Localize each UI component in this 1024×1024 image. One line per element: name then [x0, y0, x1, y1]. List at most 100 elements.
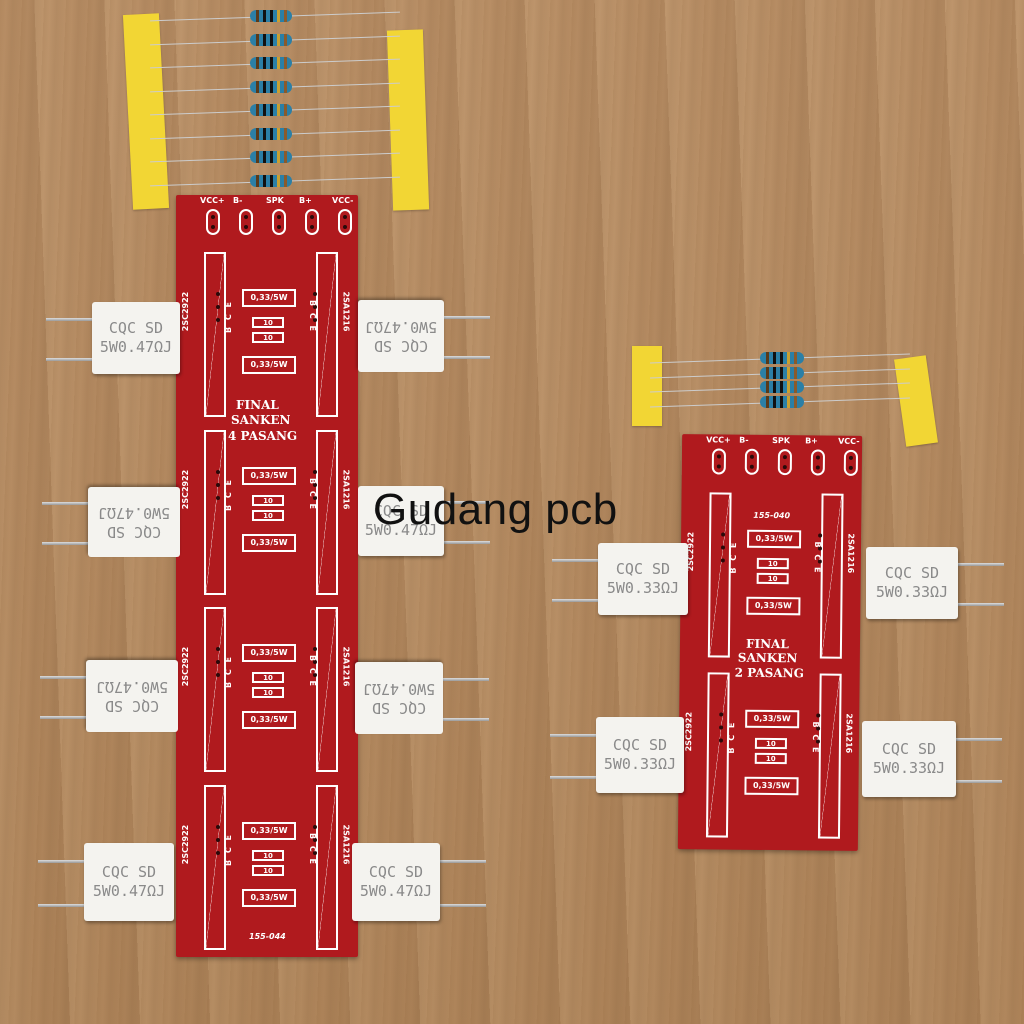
hole	[313, 673, 317, 677]
color-band	[766, 381, 769, 393]
cement-resistor-line1: CQC SD	[368, 863, 424, 881]
board-title-line3: 4 PASANG	[228, 429, 298, 443]
tape-left	[632, 346, 662, 426]
connector-label-vccplus: VCC+	[706, 435, 731, 445]
color-band	[277, 10, 280, 22]
base-resistor-footprint: 10	[252, 687, 284, 698]
pin-holes	[313, 292, 317, 331]
hole	[313, 851, 317, 855]
connector-label-bminus: B-	[739, 435, 749, 445]
cement-resistor-line2: 5W0.47ΩJ	[97, 504, 171, 522]
pnp-label: 2SA1216	[844, 713, 854, 754]
resistor-lead	[958, 562, 1004, 566]
resistor-lead	[552, 599, 598, 603]
emitter-resistor-footprint: 0,33/5W	[242, 822, 296, 840]
pin-holes	[216, 470, 220, 509]
cement-resistor-line1: CQC SD	[371, 699, 427, 717]
color-band	[263, 174, 266, 187]
axial-resistor	[250, 174, 292, 187]
axial-resistor	[760, 395, 804, 408]
color-band	[277, 151, 280, 163]
board-code: 155-044	[249, 932, 286, 941]
axial-resistor	[250, 57, 292, 69]
emitter-resistor-footprint: 0,33/5W	[746, 596, 801, 616]
color-band	[284, 104, 287, 116]
color-band	[263, 80, 266, 93]
pin-label-bce: B C E	[224, 654, 234, 689]
resistor-lead	[440, 903, 486, 907]
color-band	[766, 395, 769, 408]
cement-resistor-line2: 5W0.47ΩJ	[95, 678, 169, 696]
connector-pad	[843, 449, 859, 476]
cement-resistor-line2: 5W0.47ΩJ	[364, 318, 438, 336]
pin-label-bce: B C E	[308, 654, 318, 689]
tape-right	[386, 29, 430, 211]
hole	[216, 470, 220, 474]
npn-label: 2SC2922	[684, 711, 694, 752]
hole	[216, 292, 220, 296]
watermark-text: Gudang pcb	[373, 485, 618, 534]
resistor-lead	[42, 541, 88, 545]
resistor-lead	[443, 677, 489, 681]
hole	[313, 647, 317, 651]
resistor-lead	[40, 716, 86, 720]
pin-holes	[216, 825, 220, 864]
color-band	[794, 395, 797, 408]
color-band	[277, 174, 280, 187]
color-band	[263, 10, 266, 22]
emitter-resistor-footprint: 0,33/5W	[746, 529, 802, 549]
resistor-lead	[40, 675, 86, 679]
pin-label-bce: B C E	[726, 720, 737, 754]
pin-label-bce: B C E	[224, 299, 234, 334]
color-band	[256, 33, 259, 46]
resistor-lead	[444, 540, 490, 544]
hole	[216, 851, 220, 855]
color-band	[256, 10, 259, 22]
heatsink-outline-right	[819, 493, 844, 659]
axial-resistor	[250, 33, 292, 46]
base-resistor-footprint: 10	[252, 495, 284, 506]
color-band	[277, 104, 280, 116]
resistor-lead	[46, 358, 92, 362]
color-band	[263, 57, 266, 69]
color-band	[270, 57, 273, 69]
color-band	[787, 381, 790, 393]
color-band	[277, 33, 280, 46]
cement-resistor-line2: 5W0.47ΩJ	[364, 521, 438, 539]
pin-label-bce: B C E	[224, 832, 234, 867]
color-band	[270, 151, 273, 163]
color-band	[794, 366, 797, 379]
color-band	[766, 366, 769, 379]
base-resistor-footprint: 10	[252, 317, 284, 328]
resistor-lead	[38, 903, 84, 907]
base-resistor-footprint: 10	[754, 737, 787, 750]
cement-resistor-line2: 5W0.33ΩJ	[606, 579, 680, 597]
connector-label-vccminus: VCC-	[838, 436, 860, 446]
connector-pad	[305, 209, 319, 235]
base-resistor-footprint: 10	[252, 332, 284, 343]
pnp-label: 2SA1216	[341, 291, 351, 332]
npn-label: 2SC2922	[181, 646, 191, 687]
board-code: 155-040	[753, 510, 791, 521]
emitter-resistor-footprint: 0,33/5W	[242, 644, 296, 662]
hole	[720, 558, 725, 563]
resistor-lead	[550, 733, 596, 737]
resistor-lead	[956, 737, 1002, 741]
pin-holes	[718, 712, 724, 751]
pin-label-bce: B C E	[728, 540, 739, 574]
color-band	[284, 127, 287, 140]
resistor-lead	[443, 718, 489, 722]
heatsink-outline-left	[705, 672, 730, 838]
color-band	[284, 33, 287, 46]
connector-pad	[777, 449, 793, 476]
heatsink-outline-left	[204, 252, 226, 417]
axial-resistor	[760, 352, 804, 364]
npn-label: 2SC2922	[181, 291, 191, 332]
